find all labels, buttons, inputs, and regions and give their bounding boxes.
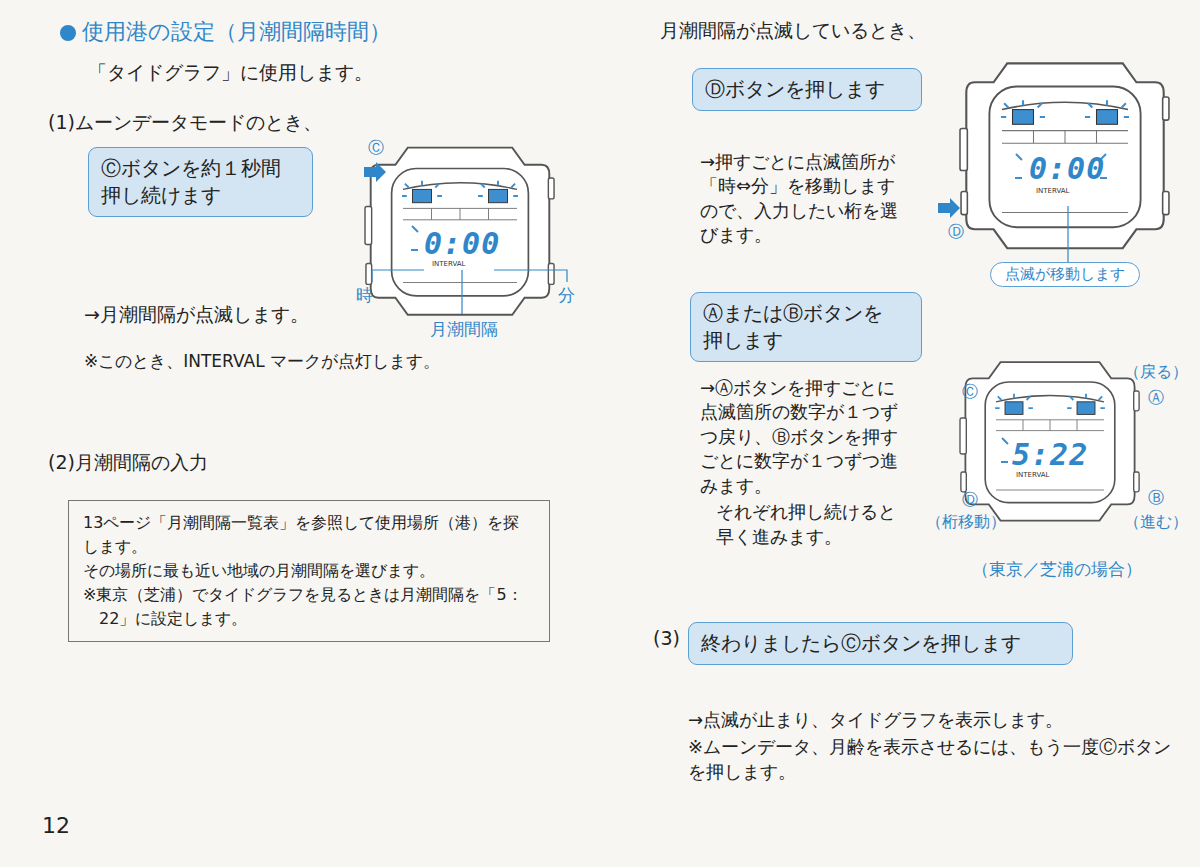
button-callout: （進む） [1124,512,1188,533]
box-text: 終わりましたらⒸボタンを押します [701,630,1060,657]
button-callout: Ⓒ [962,382,978,403]
box-text: ※東京（芝浦）でタイドグラフを見るときは月潮間隔を「5：22」に設定します。 [83,583,535,631]
instruction-box: Ⓒボタンを約１秒間 押し続けます [88,147,313,217]
lcd-mark: INTERVAL [1016,472,1050,479]
box-text: Ⓓボタンを押します [705,76,909,103]
press-arrow [364,162,386,182]
instruction-box: Ⓓボタンを押します [692,68,922,111]
lcd-mark: INTERVAL [1036,188,1070,195]
button-callout: Ⓓ [948,222,964,243]
instruction-box: 終わりましたらⒸボタンを押します [688,622,1073,665]
watch-figure [960,63,1169,248]
page-number: 12 [42,812,70,841]
leader-line [372,270,567,314]
callout-pill: 点滅が移動します [990,262,1140,287]
lcd-digits: 5:22 [1012,440,1088,470]
page-title: 使用港の設定（月潮間隔時間） [82,18,391,47]
button-callout: Ⓐ [1148,388,1164,409]
instruction-box: ⒶまたはⒷボタンを 押します [690,292,922,362]
box-text: ⒶまたはⒷボタンを 押します [703,300,909,354]
part-label: 月潮間隔 [430,318,498,340]
leader-line [1067,206,1068,262]
intro-text: 「タイドグラフ」に使用します。 [88,60,373,85]
note-text: ※ムーンデータ、月齢を表示させるには、もう一度Ⓒボタンを押します。 [688,735,1183,784]
instruction-text: →押すごとに点滅箇所が「時⇔分」を移動しますので、入力したい桁を選びます。 [700,150,898,248]
instruction-text: それぞれ押し続けると早く進みます。 [716,500,906,549]
box-text: 点滅が移動します [1005,265,1125,284]
note-box: 13ページ「月潮間隔一覧表」を参照して使用場所（港）を探します。その場所に最も近… [68,500,550,642]
button-callout: （戻る） [1124,362,1188,383]
button-callout: Ⓓ [962,490,978,511]
result-text: →点滅が止まり、タイドグラフを表示します。 [688,708,1063,731]
note-text: ※このとき、INTERVAL マークが点灯します。 [84,350,440,372]
step-text: (2)月潮間隔の入力 [48,450,208,475]
box-text: その場所に最も近い地域の月潮間隔を選びます。 [83,559,535,583]
lcd-digits: 0:00 [424,229,500,259]
press-arrow [938,198,960,218]
box-text: 13ページ「月潮間隔一覧表」を参照して使用場所（港）を探します。 [83,511,535,559]
bullet [60,25,76,41]
watch-figure [365,148,554,315]
button-callout: Ⓑ [1148,488,1164,509]
watch-figure [960,362,1139,520]
box-text: Ⓒボタンを約１秒間 押し続けます [101,155,300,209]
lcd-digits: 0:00 [1029,154,1105,184]
digit-label: 時 [356,284,373,306]
step-text: (1)ムーンデータモードのとき、 [48,110,322,135]
result-text: →月潮間隔が点滅します。 [84,302,309,327]
digit-label: 分 [558,284,575,306]
button-callout: Ⓒ [368,138,384,159]
figure-caption: （東京／芝浦の場合） [972,558,1142,580]
step-text: 月潮間隔が点滅しているとき、 [660,18,926,43]
lcd-mark: INTERVAL [432,261,466,268]
step-number: (3) [653,626,680,651]
button-callout: （桁移動） [926,512,1006,533]
instruction-text: →Ⓐボタンを押すごとに点滅箇所の数字が１つずつ戻り、Ⓑボタンを押すごとに数字が１… [700,376,898,498]
